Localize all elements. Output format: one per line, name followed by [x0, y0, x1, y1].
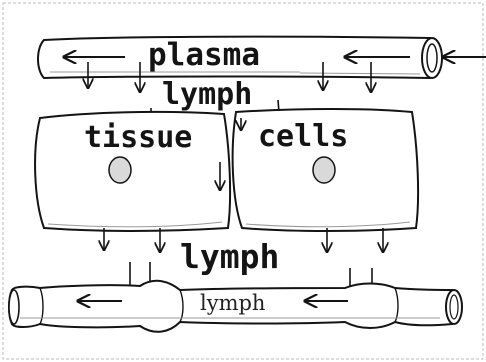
- nucleus-left: [109, 157, 131, 183]
- nucleus-right: [313, 157, 335, 183]
- label-cells: cells: [258, 119, 348, 154]
- label-lymph-top: lymph: [162, 77, 252, 112]
- label-lymph-vessel: lymph: [200, 291, 265, 315]
- label-lymph-middle: lymph: [180, 237, 279, 276]
- label-plasma: plasma: [148, 37, 260, 73]
- label-tissue: tissue: [84, 120, 192, 155]
